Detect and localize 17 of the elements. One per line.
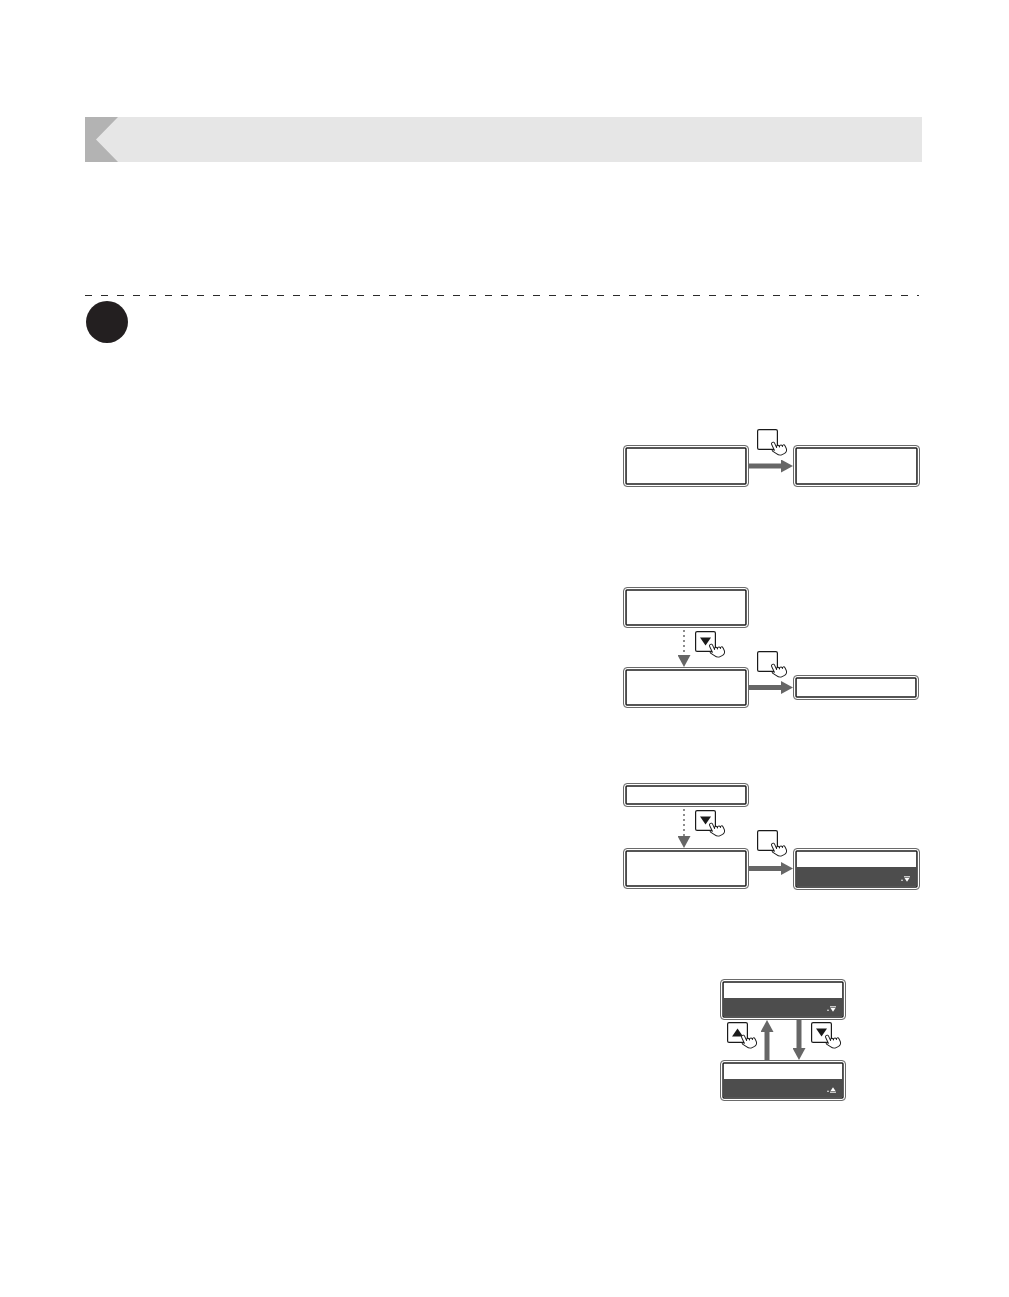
lcd-screen: [793, 675, 919, 700]
arrow: [792, 1020, 806, 1060]
lcd-screen: [623, 667, 749, 708]
lcd-screen: [720, 1060, 846, 1101]
arrow: [749, 459, 793, 473]
lcd-screen: [623, 587, 749, 628]
arrow: [760, 1020, 774, 1060]
dotted-arrow: [677, 627, 691, 668]
dotted-arrow: [677, 806, 691, 849]
lcd-screen: [720, 979, 846, 1020]
lcd-screen: [623, 783, 749, 807]
arrow: [749, 862, 793, 875]
arrow: [749, 681, 793, 694]
lcd-screen: [623, 848, 749, 889]
lcd-screen: [793, 848, 920, 890]
lcd-screen: [623, 445, 749, 487]
lcd-screen: [793, 445, 920, 487]
